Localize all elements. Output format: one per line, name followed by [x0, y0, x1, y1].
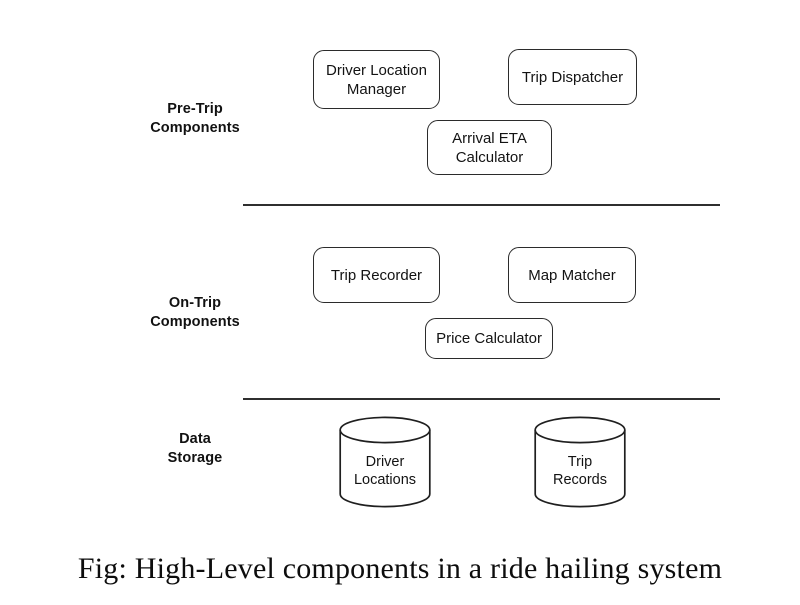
node-label: Driver Location Manager [326, 61, 427, 98]
node-arrival-eta-calculator[interactable]: Arrival ETA Calculator [427, 120, 552, 175]
node-label: Price Calculator [436, 330, 542, 347]
section-label-pre-trip: Pre-Trip Components [150, 101, 240, 136]
datastore-label: Driver Locations [353, 454, 417, 488]
datastore-trip-records[interactable]: Trip Records [534, 416, 626, 508]
node-label: Trip Recorder [330, 266, 423, 284]
datastore-driver-locations[interactable]: Driver Locations [339, 416, 431, 508]
node-trip-recorder[interactable]: Trip Recorder [313, 247, 440, 303]
node-price-calculator[interactable]: Price Calculator [425, 318, 553, 359]
node-label: Arrival ETA Calculator [452, 129, 527, 166]
datastore-label: Trip Records [553, 454, 607, 488]
node-label: Trip Dispatcher [521, 68, 624, 86]
figure-caption: Fig: High-Level components in a ride hai… [77, 552, 723, 585]
database-cylinder-icon [534, 416, 626, 508]
section-label-on-trip: On-Trip Components [150, 295, 240, 330]
node-trip-dispatcher[interactable]: Trip Dispatcher [508, 49, 637, 105]
section-divider-1 [243, 204, 720, 206]
section-label-data-storage: Data Storage [167, 431, 223, 466]
node-label: Map Matcher [528, 266, 616, 284]
node-driver-location-manager[interactable]: Driver Location Manager [313, 50, 440, 109]
section-divider-2 [243, 398, 720, 400]
database-cylinder-icon [339, 416, 431, 508]
node-map-matcher[interactable]: Map Matcher [508, 247, 636, 303]
